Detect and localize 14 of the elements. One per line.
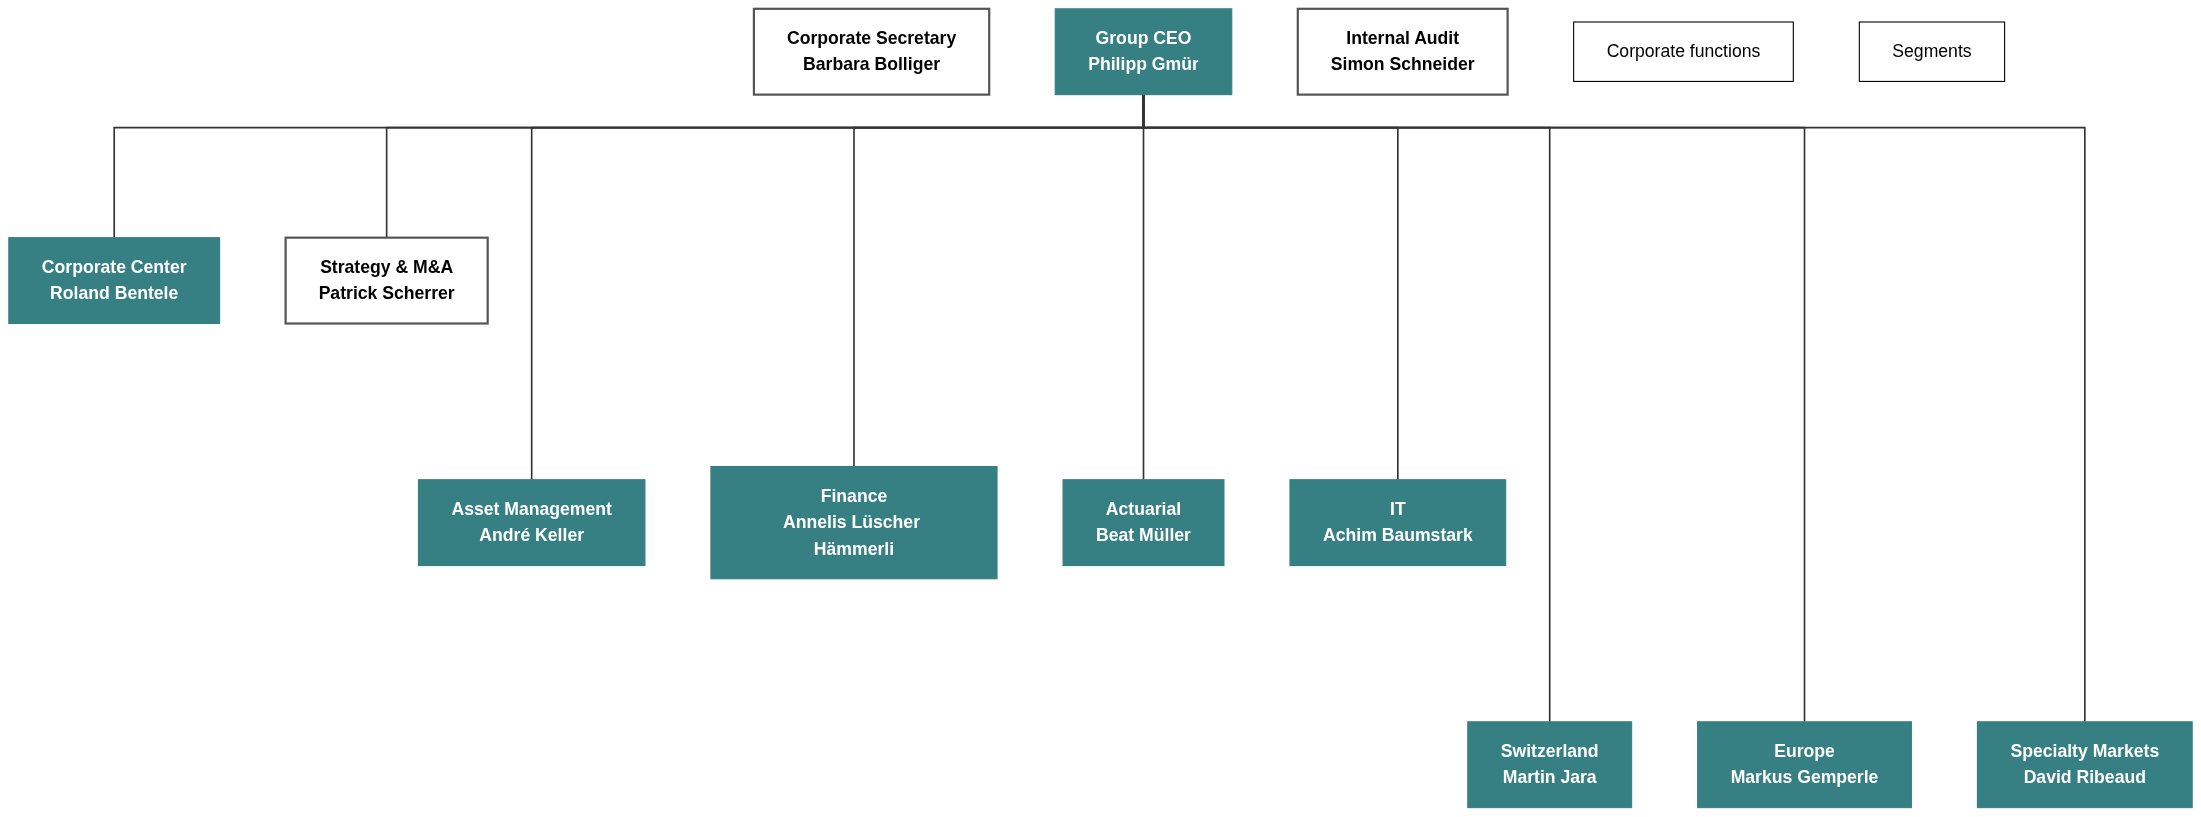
node-box: Internal Audit Simon Schneider: [1296, 8, 1509, 96]
node-box: Actuarial Beat Müller: [1062, 479, 1225, 567]
node-box: Corporate functions: [1573, 21, 1794, 83]
node-box: Corporate Center Roland Bentele: [8, 237, 221, 325]
node-box: Europe Markus Gemperle: [1697, 721, 1912, 809]
node-box: Finance Annelis Lüscher Hämmerli: [710, 466, 998, 580]
node-box: Specialty Markets David Ribeaud: [1976, 721, 2193, 809]
node-box: Group CEO Philipp Gmür: [1054, 8, 1233, 96]
node-box: Strategy & M&A Patrick Scherrer: [284, 236, 489, 325]
node-box: Corporate Secretary Barbara Bolliger: [752, 8, 991, 96]
node-box: Switzerland Martin Jara: [1467, 721, 1633, 809]
node-box: Asset Management André Keller: [417, 479, 646, 567]
node-box: Segments: [1858, 21, 2006, 83]
node-box: IT Achim Baumstark: [1289, 479, 1507, 567]
